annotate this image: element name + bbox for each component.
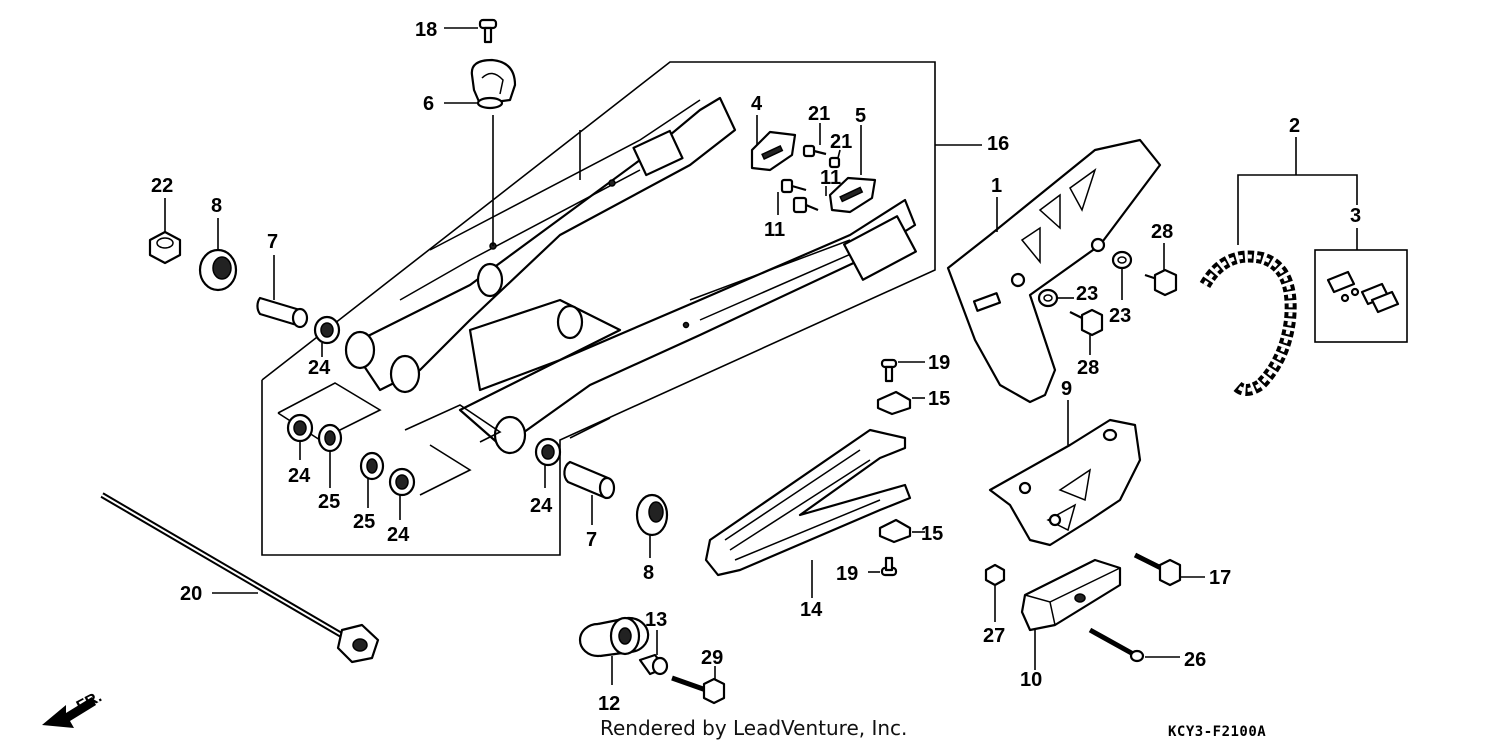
- part-15-rubber-a[interactable]: [876, 390, 912, 416]
- part-23-washer-a[interactable]: [1111, 250, 1133, 270]
- part-24-bearing-b[interactable]: [286, 413, 314, 443]
- callout-6: 6: [423, 93, 434, 115]
- callout-17: 17: [1209, 567, 1231, 589]
- part-22-nut[interactable]: [148, 230, 182, 265]
- part-23-washer-b[interactable]: [1037, 288, 1059, 308]
- callout-28b: 28: [1077, 357, 1099, 379]
- callout-23b: 23: [1109, 305, 1131, 327]
- callout-12: 12: [598, 693, 620, 715]
- part-28-bolt-b[interactable]: [1069, 308, 1104, 337]
- part-11-bolt-b[interactable]: [792, 196, 819, 214]
- callout-14: 14: [800, 599, 823, 621]
- callout-24a: 24: [308, 357, 331, 379]
- callout-19b: 19: [836, 563, 858, 585]
- callout-20: 20: [180, 583, 202, 605]
- part-18-bolt[interactable]: [478, 18, 498, 44]
- callout-4: 4: [751, 93, 763, 115]
- callout-25a: 25: [318, 491, 340, 513]
- part-24-bearing-a[interactable]: [313, 315, 341, 345]
- callout-11a: 11: [820, 167, 841, 189]
- callout-21b: 21: [830, 131, 852, 153]
- callout-18: 18: [415, 19, 437, 41]
- callout-23a: 23: [1076, 283, 1098, 305]
- part-7-collar-lower[interactable]: [563, 460, 616, 500]
- part-12-roller[interactable]: [578, 616, 650, 658]
- assembly-outline-16: [261, 61, 936, 556]
- part-21-screw-a[interactable]: [802, 144, 827, 158]
- diagram-code: KCY3-F2100A: [1168, 724, 1267, 740]
- part-4-plate[interactable]: [750, 130, 797, 172]
- part-15-rubber-b[interactable]: [878, 518, 912, 544]
- part-14-chain-slider[interactable]: [704, 428, 912, 577]
- part-24-bearing-d[interactable]: [534, 437, 562, 467]
- part-26-bolt[interactable]: [1088, 627, 1145, 663]
- callout-27: 27: [983, 625, 1005, 647]
- part-8-seal-lower[interactable]: [635, 493, 669, 537]
- credit-text: Rendered by LeadVenture, Inc.: [600, 716, 908, 740]
- part-7-collar-upper[interactable]: [256, 296, 309, 329]
- callout-24b: 24: [288, 465, 311, 487]
- callout-11b: 11: [764, 219, 785, 241]
- callout-24c: 24: [387, 524, 410, 546]
- part-6-clamp[interactable]: [470, 58, 517, 110]
- part-17-bolt[interactable]: [1133, 552, 1182, 587]
- callout-7a: 7: [267, 231, 278, 253]
- callout-3: 3: [1350, 205, 1361, 227]
- callout-21a: 21: [808, 103, 830, 125]
- callout-28a: 28: [1151, 221, 1173, 243]
- part-20-pivot-bolt[interactable]: [100, 492, 380, 664]
- callout-7b: 7: [586, 529, 597, 551]
- front-direction-arrow-icon: FR.: [42, 688, 105, 728]
- part-21-screw-b[interactable]: [828, 156, 841, 169]
- callout-15b: 15: [921, 523, 943, 545]
- part-11-bolt-a[interactable]: [780, 178, 807, 194]
- swingarm[interactable]: [344, 96, 917, 455]
- callout-9: 9: [1061, 378, 1072, 400]
- callout-19a: 19: [928, 352, 950, 374]
- callout-8a: 8: [211, 195, 222, 217]
- callout-10: 10: [1020, 669, 1042, 691]
- part-25-seal-b[interactable]: [359, 451, 385, 481]
- callout-2: 2: [1289, 115, 1300, 137]
- part-5-plate[interactable]: [828, 176, 877, 214]
- callout-26: 26: [1184, 649, 1206, 671]
- callout-24d: 24: [530, 495, 553, 517]
- part-25-seal-a[interactable]: [317, 423, 343, 453]
- part-2-drive-chain[interactable]: [1199, 250, 1297, 396]
- part-8-seal-upper[interactable]: [198, 248, 238, 292]
- part-9-lower-chain-guide[interactable]: [988, 418, 1142, 547]
- part-10-guide-block[interactable]: [1020, 558, 1122, 632]
- callout-22: 22: [151, 175, 173, 197]
- part-19-screw-b[interactable]: [880, 556, 898, 577]
- part-29-bolt[interactable]: [671, 675, 726, 705]
- part-19-screw-a[interactable]: [880, 358, 898, 383]
- part-1-chain-guide[interactable]: [946, 138, 1162, 404]
- part-24-bearing-c[interactable]: [388, 467, 416, 497]
- part-3-chain-joint-box[interactable]: [1314, 249, 1408, 343]
- callout-15a: 15: [928, 388, 950, 410]
- part-27-nut[interactable]: [984, 563, 1006, 587]
- callout-25b: 25: [353, 511, 375, 533]
- part-28-bolt-a[interactable]: [1144, 268, 1178, 297]
- callout-29: 29: [701, 647, 723, 669]
- part-13-collar[interactable]: [638, 653, 669, 676]
- callout-13: 13: [645, 609, 667, 631]
- callout-8b: 8: [643, 562, 654, 584]
- callout-5: 5: [855, 105, 866, 127]
- callout-16: 16: [987, 133, 1009, 155]
- callout-1: 1: [991, 175, 1002, 197]
